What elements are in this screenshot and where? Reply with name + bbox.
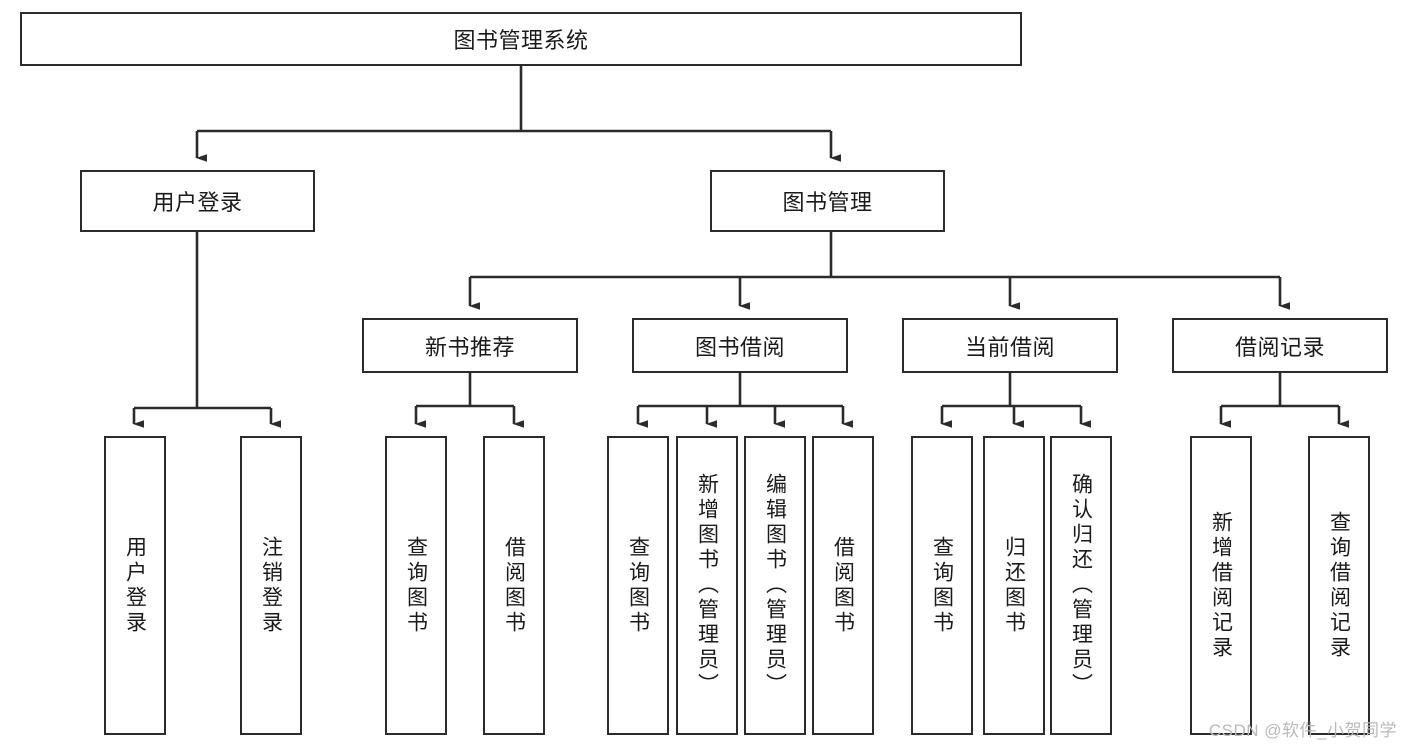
node-leaf-edit-book[interactable]: 编辑图书（管理员） xyxy=(744,436,806,735)
node-new-book-rec[interactable]: 新书推荐 xyxy=(362,318,578,373)
node-label: 归还图书 xyxy=(1002,535,1026,636)
node-book-borrow[interactable]: 图书借阅 xyxy=(632,318,848,373)
node-label: 新增图书（管理员） xyxy=(695,473,719,698)
node-label: 查询图书 xyxy=(626,535,650,636)
node-label: 借阅图书 xyxy=(831,535,855,636)
node-book-manage[interactable]: 图书管理 xyxy=(710,170,945,232)
node-leaf-return-book[interactable]: 归还图书 xyxy=(983,436,1045,735)
node-label: 确认归还（管理员） xyxy=(1069,473,1093,698)
node-leaf-borrow-book[interactable]: 借阅图书 xyxy=(812,436,874,735)
node-leaf-logout[interactable]: 注销登录 xyxy=(240,436,302,735)
node-borrow-record[interactable]: 借阅记录 xyxy=(1172,318,1388,373)
node-label: 借阅图书 xyxy=(502,535,526,636)
node-leaf-query-book[interactable]: 查询图书 xyxy=(607,436,669,735)
node-leaf-confirm-return[interactable]: 确认归还（管理员） xyxy=(1050,436,1112,735)
node-leaf-add-record[interactable]: 新增借阅记录 xyxy=(1190,436,1252,735)
node-leaf-add-book[interactable]: 新增图书（管理员） xyxy=(676,436,738,735)
watermark: CSDN @软件_小贺同学 xyxy=(1208,721,1397,740)
node-label: 图书管理系统 xyxy=(453,28,589,53)
node-leaf-borrow-book-rec[interactable]: 借阅图书 xyxy=(483,436,545,735)
node-root[interactable]: 图书管理系统 xyxy=(20,12,1022,66)
node-label: 图书管理 xyxy=(782,190,873,215)
node-label: 新书推荐 xyxy=(424,334,515,360)
node-leaf-query-book-cur[interactable]: 查询图书 xyxy=(911,436,973,735)
node-label: 用户登录 xyxy=(123,535,147,636)
node-leaf-query-book-rec[interactable]: 查询图书 xyxy=(385,436,447,735)
node-label: 编辑图书（管理员） xyxy=(763,473,787,698)
node-label: 查询借阅记录 xyxy=(1327,510,1351,661)
node-leaf-user-login[interactable]: 用户登录 xyxy=(104,436,166,735)
node-label: 注销登录 xyxy=(259,535,283,636)
node-user-login[interactable]: 用户登录 xyxy=(80,170,315,232)
node-leaf-query-record[interactable]: 查询借阅记录 xyxy=(1308,436,1370,735)
node-label: 当前借阅 xyxy=(964,334,1055,360)
node-current-borrow[interactable]: 当前借阅 xyxy=(902,318,1118,373)
node-label: 借阅记录 xyxy=(1234,334,1325,360)
node-label: 新增借阅记录 xyxy=(1209,510,1233,661)
node-label: 图书借阅 xyxy=(694,334,785,360)
node-label: 查询图书 xyxy=(930,535,954,636)
node-label: 查询图书 xyxy=(404,535,428,636)
node-label: 用户登录 xyxy=(152,190,243,215)
